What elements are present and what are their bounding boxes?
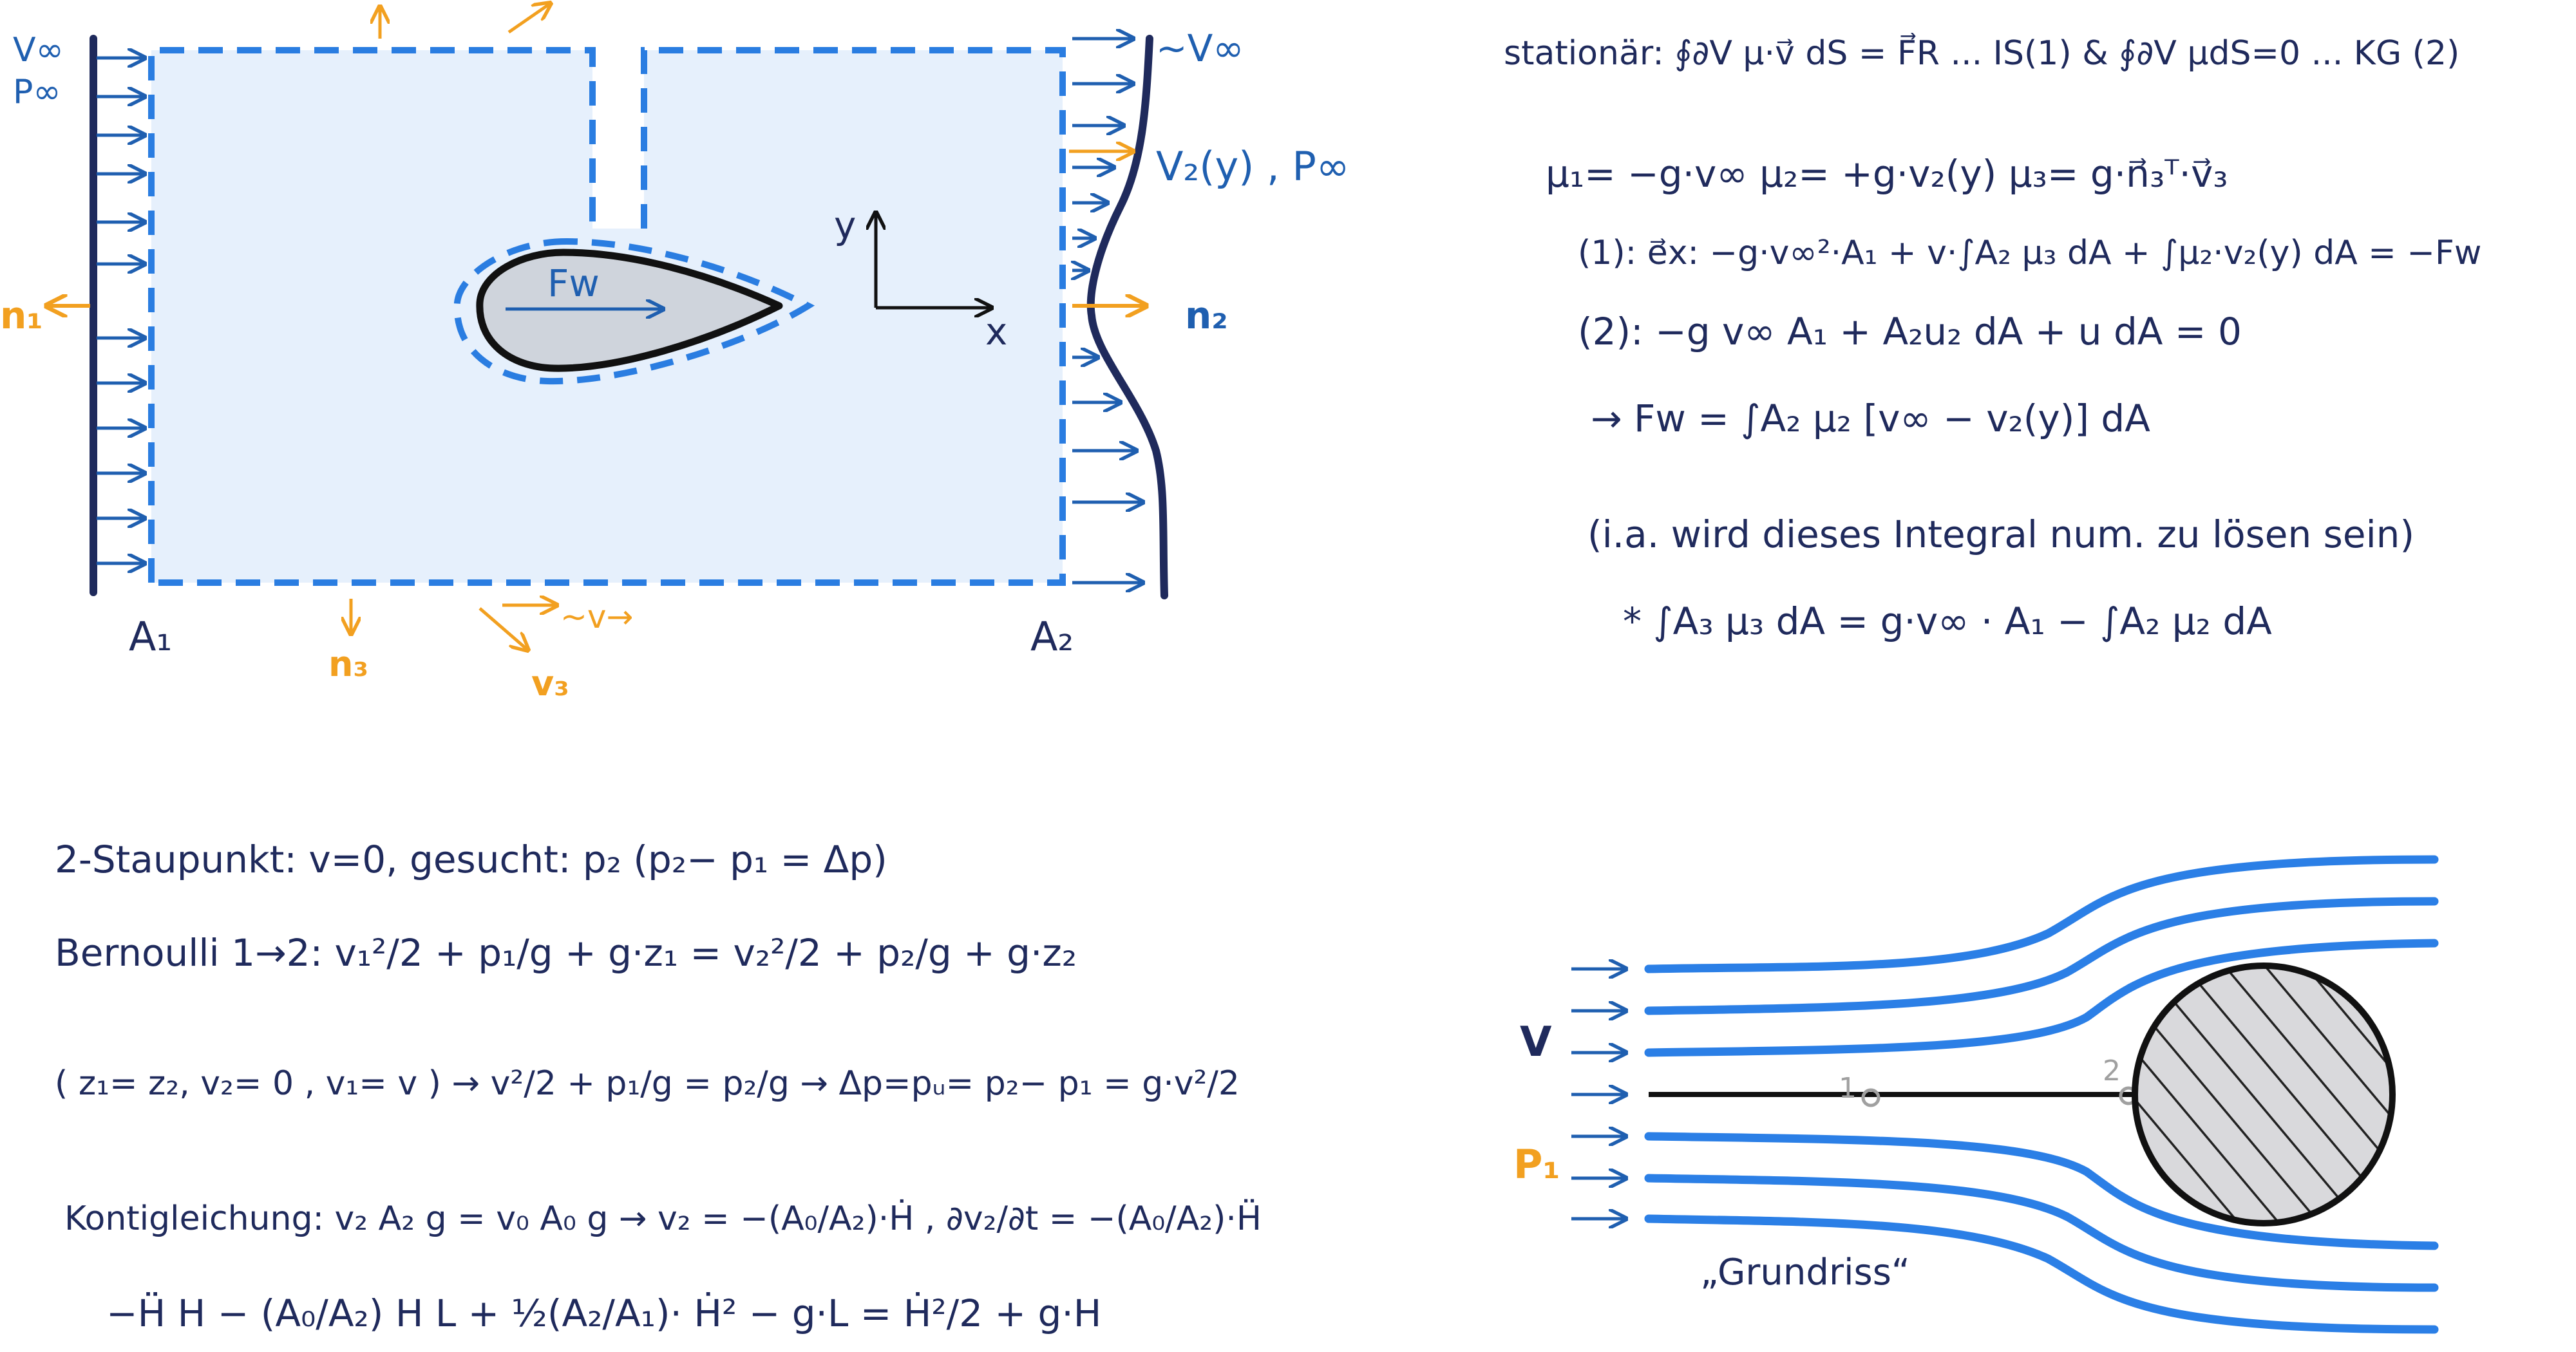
cylinder-flow-diagram: V P₁ 1 2 „Grundriss“	[1513, 855, 2439, 1334]
eq-final: −Ḧ H − (A₀/A₂) H L + ½(A₂/A₁)· Ḣ² − g·L …	[106, 1291, 1101, 1335]
n2-label: n₂	[1185, 294, 1228, 337]
top-v-arrow	[507, 3, 551, 34]
outlet-velocity-profile	[1086, 35, 1168, 599]
a2-label: A₂	[1030, 613, 1074, 660]
eq-drag-force: → Fw = ∫A₂ μ₂ [v∞ − v₂(y)] dA	[1591, 397, 2150, 440]
inflow-arrows	[1571, 969, 1626, 1219]
eq-momentum-x: (1): e⃗x: −g·v∞²·A₁ + v·∫A₂ μ₃ dA + ∫μ₂·…	[1578, 234, 2481, 272]
v3-approx-label: ~v→	[560, 598, 633, 635]
eq-stationary: stationär: ∮∂V μ·v⃗ dS = F⃗R ... IS(1) &…	[1504, 33, 2459, 73]
outlet-profile-label: V₂(y) , P∞	[1156, 143, 1350, 190]
cylinder	[2132, 962, 2396, 1226]
point-1-label: 1	[1839, 1072, 1857, 1105]
drag-force-label: Fw	[547, 261, 600, 305]
eq-kontigleichung: Kontigleichung: v₂ A₂ g = v₀ A₀ g → v₂ =…	[64, 1199, 1262, 1238]
v3-arrow	[478, 607, 528, 650]
ground-plan-caption: „Grundriss“	[1700, 1252, 1910, 1293]
y-axis-label: y	[834, 203, 856, 247]
inlet-pressure-label: P∞	[13, 73, 61, 111]
inlet-velocity-label: V∞	[13, 31, 64, 70]
n1-label: n₁	[0, 294, 43, 337]
eq-note: (i.a. wird dieses Integral num. zu lösen…	[1587, 512, 2414, 556]
momentum-equations: stationär: ∮∂V μ·v⃗ dS = F⃗R ... IS(1) &…	[1504, 33, 2481, 643]
point-1-marker	[1861, 1088, 1880, 1107]
v3-label: v₃	[531, 663, 569, 704]
n3-label: n₃	[328, 644, 368, 684]
eq-mu-definitions: μ₁= −g·v∞ μ₂= +g·v₂(y) μ₃= g·n⃗₃ᵀ·v⃗₃	[1546, 152, 2228, 196]
streamlines	[1644, 855, 2439, 1334]
control-volume-diagram: V∞ P∞ n₁ Fw y x	[0, 3, 1350, 704]
a1-label: A₁	[129, 613, 172, 660]
point-2-label: 2	[2103, 1055, 2121, 1087]
outlet-velocity-label: ~V∞	[1156, 26, 1244, 70]
inflow-velocity-label: V	[1520, 1019, 1552, 1066]
control-volume-boundary	[148, 47, 1066, 586]
inlet-velocity-arrows	[97, 58, 145, 563]
outlet-velocity-arrows	[1072, 39, 1143, 583]
eq-bernoulli: Bernoulli 1→2: v₁²/2 + p₁/g + g·z₁ = v₂²…	[55, 931, 1077, 975]
eq-conditions: ( z₁= z₂, v₂= 0 , v₁= v ) → v²/2 + p₁/g …	[55, 1064, 1240, 1103]
coordinate-axes	[876, 212, 992, 308]
x-axis-label: x	[985, 310, 1007, 353]
eq-star: * ∫A₃ μ₃ dA = g·v∞ · A₁ − ∫A₂ μ₂ dA	[1623, 599, 2272, 643]
eq-stagnation: 2-Staupunkt: v=0, gesucht: p₂ (p₂− p₁ = …	[55, 838, 887, 881]
inflow-pressure-label: P₁	[1513, 1141, 1560, 1188]
eq-continuity: (2): −g v∞ A₁ + A₂u₂ dA + u dA = 0	[1578, 310, 2242, 353]
bernoulli-equations: 2-Staupunkt: v=0, gesucht: p₂ (p₂− p₁ = …	[55, 838, 1262, 1335]
body-control-surface	[453, 238, 815, 385]
